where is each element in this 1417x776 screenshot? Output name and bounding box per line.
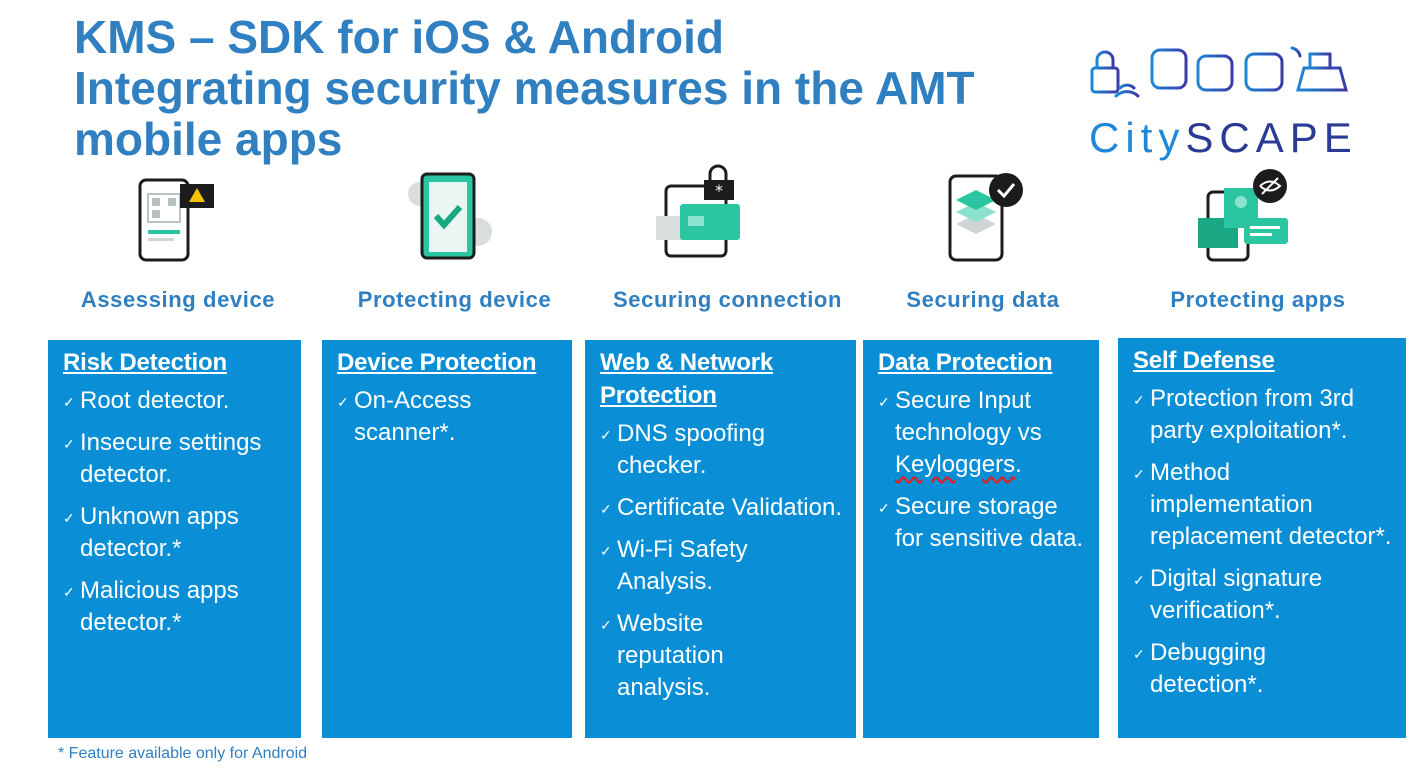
box-title-data-protection: Data Protection xyxy=(878,349,1053,376)
title-line-2: Integrating security measures in the AMT xyxy=(74,62,975,114)
list-item: Secure storage for sensitive data. xyxy=(878,491,1089,555)
logo-wordmark: CitySCAPE xyxy=(1089,114,1358,161)
list-item: Debugging detection*. xyxy=(1133,637,1396,701)
keyloggers-word: Keyloggers xyxy=(895,451,1016,478)
list-item: Digital signature verification*. xyxy=(1133,563,1396,627)
footnote: * Feature available only for Android xyxy=(58,745,308,762)
list-item: Insecure settings detector. xyxy=(63,427,291,491)
list-device-protection: On-Access scanner*. xyxy=(337,385,562,449)
heading-securing-data: Securing data xyxy=(906,287,1060,312)
list-item: Malicious apps detector.* xyxy=(63,575,291,639)
slide-title: KMS – SDK for iOS & Android Integrating … xyxy=(74,12,1064,165)
svg-text:*: * xyxy=(715,181,723,200)
box-web-network-protection: Web & Network Protection DNS spoofing ch… xyxy=(585,340,856,738)
list-item: Method implementation replacement detect… xyxy=(1133,457,1396,553)
box-self-defense: Self Defense Protection from 3rd party e… xyxy=(1118,338,1406,738)
list-item: Wi-Fi Safety Analysis. xyxy=(600,534,846,598)
box-title-web-network-protection: Web & Network Protection xyxy=(600,349,773,409)
list-risk-detection: Root detector. Insecure settings detecto… xyxy=(63,385,291,639)
box-title-device-protection: Device Protection xyxy=(337,349,537,376)
box-title-self-defense: Self Defense xyxy=(1133,347,1275,374)
box-title-risk-detection: Risk Detection xyxy=(63,349,227,376)
box-data-protection: Data Protection Secure Input technology … xyxy=(863,340,1099,738)
list-item: Certificate Validation. xyxy=(600,492,846,525)
cityscape-logo-icon xyxy=(1090,46,1348,98)
phone-layers-check-icon xyxy=(948,173,1023,262)
tablet-card-lock-icon: * xyxy=(656,164,740,258)
list-item: Secure Input technology vs Keyloggers. xyxy=(878,385,1089,481)
list-web-network-protection: DNS spoofing checker. Certificate Valida… xyxy=(600,418,846,704)
box-device-protection: Device Protection On-Access scanner*. xyxy=(322,340,572,738)
list-item: Website reputation analysis. xyxy=(600,608,846,704)
list-item: Protection from 3rd party exploitation*. xyxy=(1133,383,1396,447)
list-item: On-Access scanner*. xyxy=(337,385,562,449)
list-self-defense: Protection from 3rd party exploitation*.… xyxy=(1133,383,1396,701)
heading-assessing-device: Assessing device xyxy=(80,287,276,312)
box-risk-detection: Risk Detection Root detector. Insecure s… xyxy=(48,340,301,738)
phone-check-gears-icon xyxy=(408,172,492,260)
title-line-1: KMS – SDK for iOS & Android xyxy=(74,11,724,63)
heading-securing-connection: Securing connection xyxy=(613,287,842,312)
phone-hidden-eye-icon xyxy=(1198,169,1288,262)
title-line-3: mobile apps xyxy=(74,113,343,165)
heading-protecting-device: Protecting device xyxy=(357,287,552,312)
list-data-protection: Secure Input technology vs Keyloggers. S… xyxy=(878,385,1089,555)
heading-protecting-apps: Protecting apps xyxy=(1170,287,1346,312)
list-item: DNS spoofing checker. xyxy=(600,418,846,482)
phone-qr-warning-icon xyxy=(138,178,214,262)
list-item: Root detector. xyxy=(63,385,291,418)
list-item: Unknown apps detector.* xyxy=(63,501,291,565)
